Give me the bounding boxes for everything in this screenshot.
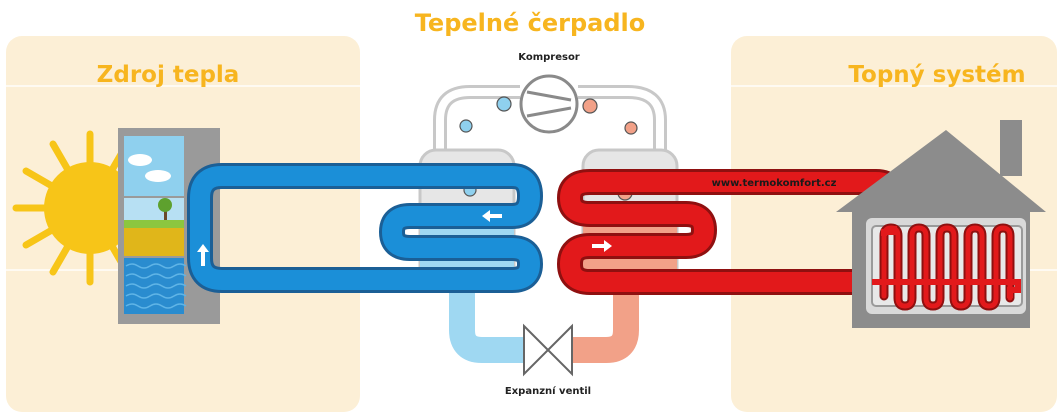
cold-bubble (496, 96, 512, 112)
cold-loop (187, 163, 543, 293)
valve-icon (523, 323, 573, 377)
diagram-title: Tepelné čerpadlo (415, 9, 645, 37)
expansion-valve-label: Expanzní ventil (505, 385, 591, 397)
tree-icon (158, 198, 172, 220)
flow-arrow-icon (197, 210, 502, 266)
heating-system-title: Topný systém (848, 62, 1025, 88)
radiator-icon (871, 223, 1023, 311)
sun-icon (12, 130, 136, 286)
compressor-icon (519, 74, 579, 134)
condenser-outlet-pipe (570, 290, 639, 363)
compressor-label: Kompresor (518, 52, 580, 63)
hot-bubble (582, 98, 598, 114)
cold-bubble (459, 119, 473, 133)
heat-source-title: Zdroj tepla (97, 62, 240, 88)
hot-bubble (624, 121, 638, 135)
evaporator-return-pipe (449, 290, 526, 363)
environment-column (118, 128, 220, 324)
website-label: www.termokomfort.cz (712, 178, 837, 189)
refrigerant-circuit (433, 85, 667, 150)
